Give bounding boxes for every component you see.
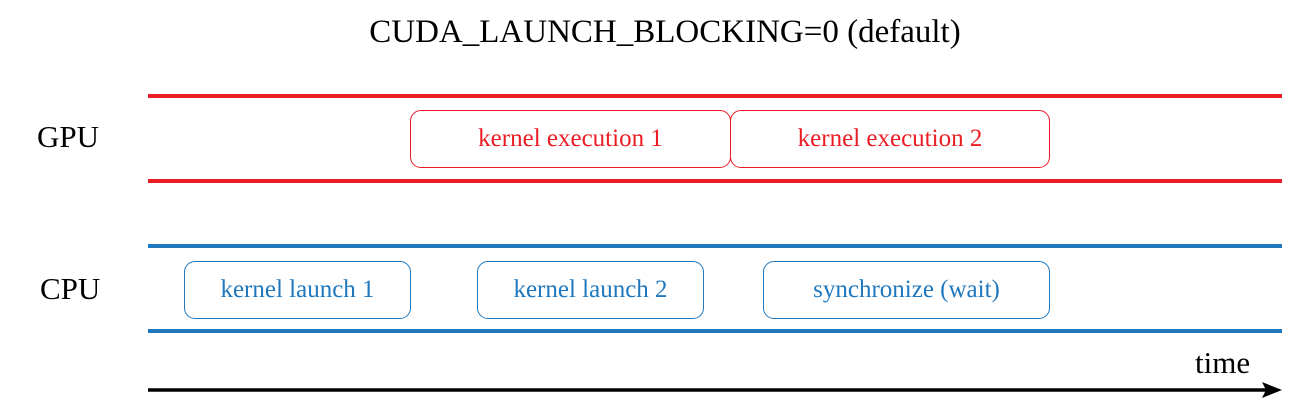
time-axis-arrowhead [1262,382,1282,398]
cpu-box-kernel-launch-1: kernel launch 1 [184,261,411,319]
cpu-lane-label: CPU [40,271,101,306]
gpu-box-kernel-execution-1: kernel execution 1 [410,110,731,168]
cpu-lane-top-line [148,244,1282,248]
cpu-box-kernel-launch-2: kernel launch 2 [477,261,704,319]
gpu-box-kernel-execution-2: kernel execution 2 [730,110,1050,168]
gpu-lane-label: GPU [37,119,100,154]
gpu-lane-bottom-line [148,179,1282,183]
gpu-lane-top-line [148,94,1282,98]
time-axis-label: time [1195,345,1251,380]
cpu-box-synchronize-wait: synchronize (wait) [763,261,1050,319]
diagram-title: CUDA_LAUNCH_BLOCKING=0 (default) [369,14,961,50]
cpu-lane-bottom-line [148,329,1282,333]
